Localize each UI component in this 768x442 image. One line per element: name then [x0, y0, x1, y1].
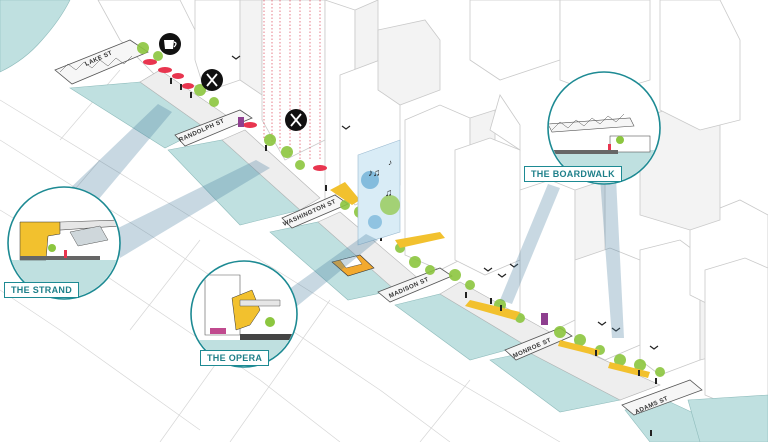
inset-strand	[7, 186, 121, 300]
boat-icon	[331, 254, 375, 277]
bridges	[54, 39, 703, 416]
river	[69, 81, 768, 442]
lake-water	[0, 0, 71, 73]
music-note-icon: ♪	[388, 158, 392, 167]
purple-kiosk	[238, 117, 244, 127]
callout-the-boardwalk: THE BOARDWALK	[524, 166, 622, 182]
callout-beams	[62, 104, 624, 338]
purple-kiosk-2	[541, 313, 548, 325]
trees	[137, 42, 665, 377]
proposed-tower-outline	[263, 0, 321, 160]
callout-the-opera: THE OPERA	[200, 350, 270, 366]
bird-icon	[231, 55, 659, 350]
music-notes-icon-2: ♫	[385, 188, 393, 199]
buildings	[97, 0, 768, 411]
amenity-icons	[159, 33, 307, 131]
music-notes-icon: ♪♫	[368, 168, 381, 179]
umbrellas	[143, 59, 327, 171]
music-mural: ♪♫ ♫ ♪	[357, 139, 401, 246]
deck-activity	[137, 42, 665, 436]
callout-the-strand: THE STRAND	[4, 282, 79, 298]
